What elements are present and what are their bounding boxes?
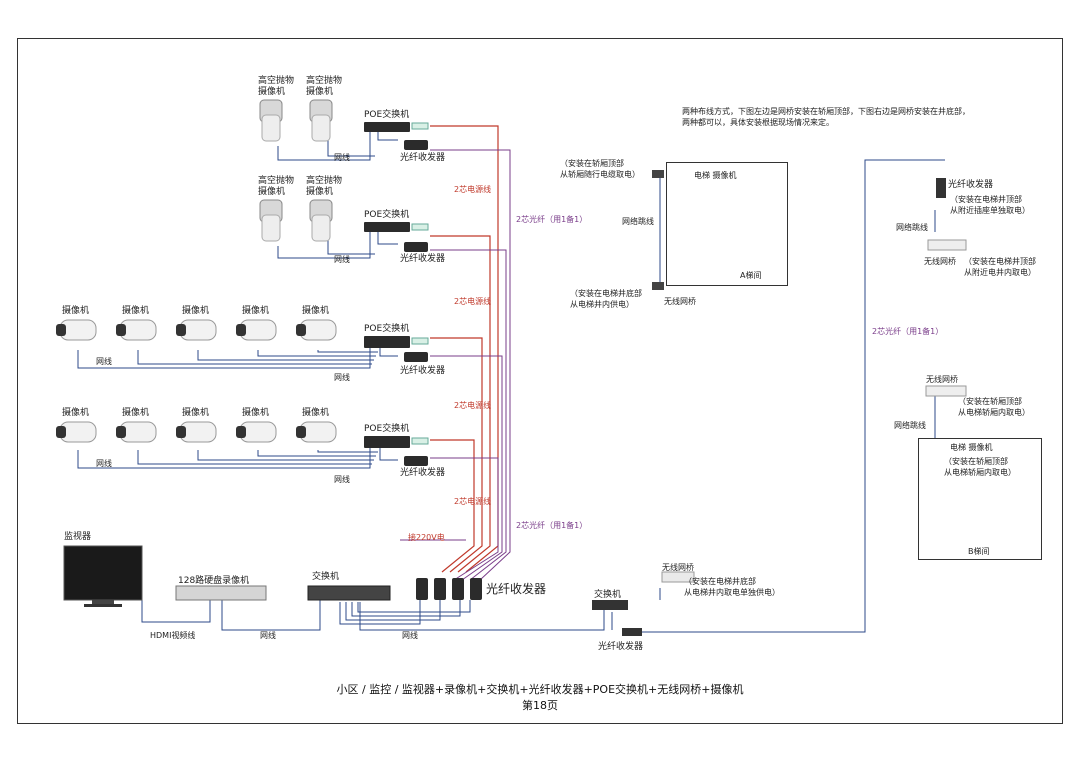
transceiver-bank: [416, 578, 482, 600]
hdmi-label: HDMI视频线: [150, 631, 196, 640]
intro-note: 两种布线方式，下图左边是网桥安装在轿厢顶部，下图右边是网桥安装在井底部， 两种都…: [682, 107, 970, 127]
elevator-room-a: [666, 162, 788, 286]
wireless-bridge-b1: [927, 239, 967, 251]
fiber-transceiver-b-label: 光纤收发器: [948, 180, 994, 190]
high-camera-label: 高空抛物 摄像机: [258, 176, 295, 197]
network-jumper-label-a: 网络跳线: [622, 217, 654, 226]
bottom-bridge-label: 无线网桥: [662, 563, 694, 572]
fiber-transceiver-label: 光纤收发器: [400, 366, 446, 376]
network-cable-label: 网线: [334, 373, 350, 382]
network-cable-label: 网线: [260, 631, 276, 640]
network-jumper-label-b2: 网络跳线: [894, 421, 926, 430]
camera-note-b: （安装在轿厢顶部 从电梯轿厢内取电）: [944, 457, 1016, 477]
fiber-transceiver-b: [936, 178, 946, 198]
camera-label: 摄像机: [62, 306, 90, 316]
transceiver-bank-label: 光纤收发器: [486, 582, 547, 596]
high-camera-group-2: [259, 199, 333, 242]
elevator-room-b: [918, 438, 1042, 560]
monitor: [63, 545, 143, 607]
bridge-note-b2: （安装在轿厢顶部 从电梯轿厢内取电）: [958, 397, 1030, 417]
elevator-room-b-label: B梯间: [968, 547, 990, 556]
bridge-bottom-a: [652, 282, 664, 290]
camera-label: 摄像机: [302, 408, 330, 418]
high-camera-label: 高空抛物 摄像机: [306, 176, 343, 197]
network-jumper-label-b1: 网络跳线: [896, 223, 928, 232]
fiber-note-b: （安装在电梯井顶部 从附近插座单独取电）: [950, 195, 1030, 215]
bridge-top-a: [652, 170, 664, 178]
fiber-lines: [430, 125, 499, 573]
poe-switch-label: POE交换机: [364, 324, 410, 334]
poe-switches: [364, 122, 410, 448]
right-switch-box: [592, 600, 628, 610]
high-camera-group-1: [259, 99, 333, 142]
wireless-bridge-note-a: （安装在电梯井底部 从电梯井内供电）: [570, 289, 642, 309]
sfp-modules: [411, 122, 429, 445]
switch-label: 交换机: [312, 572, 340, 582]
camera-label: 摄像机: [62, 408, 90, 418]
poe-switch-label: POE交换机: [364, 424, 410, 434]
fiber-transceiver-label: 光纤收发器: [400, 254, 446, 264]
power-cable-label: 2芯电源线: [454, 497, 492, 506]
camera-label: 摄像机: [122, 408, 150, 418]
poe-switch-label: POE交换机: [364, 110, 410, 120]
network-cable-label: 网线: [334, 255, 350, 264]
camera-label: 摄像机: [122, 306, 150, 316]
bottom-transceiver-label: 光纤收发器: [598, 642, 644, 652]
network-cable-label: 网线: [334, 153, 350, 162]
poe-switch-label: POE交换机: [364, 210, 410, 220]
wireless-bridge-bottom: [661, 571, 695, 583]
fiber-cable-label: 2芯光纤（用1备1）: [516, 215, 588, 224]
wireless-bridge-b2: [925, 385, 967, 397]
network-cable-label: 网线: [96, 459, 112, 468]
power-lines: [400, 149, 511, 581]
camera-label: 摄像机: [242, 306, 270, 316]
power-cable-label: 2芯电源线: [454, 185, 492, 194]
fiber-transceivers-upper: [404, 140, 428, 466]
elevator-camera-b-label: 电梯 摄像机: [950, 443, 993, 452]
network-cable-label: 网线: [334, 475, 350, 484]
camera-label: 摄像机: [242, 408, 270, 418]
camera-label: 摄像机: [182, 306, 210, 316]
fiber-transceiver-label: 光纤收发器: [400, 468, 446, 478]
bridge-top-note: （安装在轿厢顶部 从轿厢随行电缆取电）: [560, 159, 640, 179]
monitor-label: 监视器: [64, 532, 92, 542]
camera-row-1: [56, 319, 337, 341]
fiber-transceiver-label: 光纤收发器: [400, 153, 446, 163]
bridge-note-b: （安装在电梯井顶部 从附近电井内取电）: [964, 257, 1036, 277]
bottom-transceiver-box: [622, 628, 642, 636]
page-frame: [17, 38, 1063, 724]
camera-label: 摄像机: [182, 408, 210, 418]
high-camera-label: 高空抛物 摄像机: [258, 76, 295, 97]
bottom-bridge-note: （安装在电梯井底部 从电梯井内取电单独供电）: [684, 577, 780, 597]
footer-page: 第18页: [522, 699, 558, 712]
nvr-label: 128路硬盘录像机: [178, 576, 250, 586]
bridge-a-label: 无线网桥: [664, 297, 696, 306]
bridge-b2-label: 无线网桥: [926, 375, 958, 384]
right-switch-label: 交换机: [594, 590, 622, 600]
fiber-cable-label: 2芯光纤（用1备1）: [516, 521, 588, 530]
elevator-camera-a-label: 电梯 摄像机: [694, 171, 737, 180]
network-lines: [77, 130, 945, 633]
fiber-cable-label: 2芯光纤（用1备1）: [872, 327, 944, 336]
elevator-room-a-label: A梯间: [740, 271, 762, 280]
power-cable-label: 2芯电源线: [454, 401, 492, 410]
network-cable-label: 网线: [402, 631, 418, 640]
camera-row-2: [56, 421, 337, 443]
camera-label: 摄像机: [302, 306, 330, 316]
bridge-b1-label: 无线网桥: [924, 257, 956, 266]
footer-title: 小区 / 监控 / 监视器+录像机+交换机+光纤收发器+POE交换机+无线网桥+…: [336, 683, 744, 696]
power-220-label: 接220V电: [408, 533, 445, 542]
nvr-box: [175, 585, 267, 601]
power-cable-label: 2芯电源线: [454, 297, 492, 306]
network-cable-label: 网线: [96, 357, 112, 366]
high-camera-label: 高空抛物 摄像机: [306, 76, 343, 97]
core-switch-box: [307, 585, 391, 601]
